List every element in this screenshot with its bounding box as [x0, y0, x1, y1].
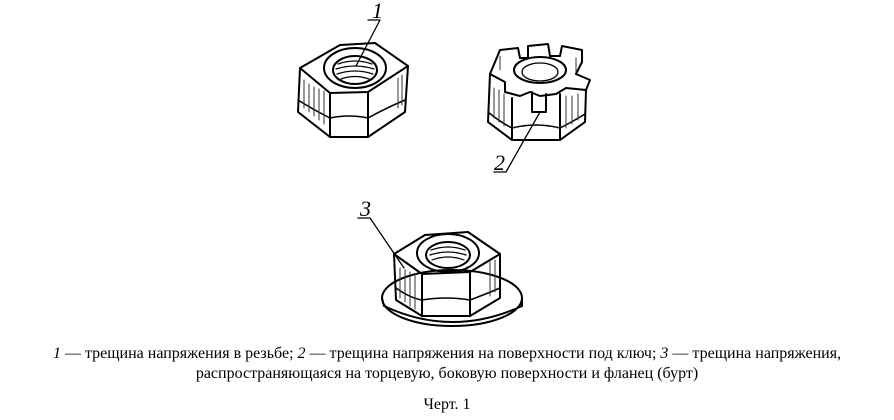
- caption-text-1: — трещина напряжения в резьбе;: [60, 345, 298, 362]
- nut-drawings: 1 2 3: [297, 0, 591, 327]
- caption-text-2: — трещина напряжения на поверхности под …: [305, 345, 661, 362]
- figure-title: Черт. 1: [423, 396, 471, 413]
- figure-caption: 1 — трещина напряжения в резьбе; 2 — тре…: [0, 344, 894, 384]
- caption-line-1: 1 — трещина напряжения в резьбе; 2 — тре…: [0, 344, 894, 364]
- hex-nut: [297, 42, 409, 138]
- leader-2: [493, 111, 541, 173]
- caption-num-2: 2: [297, 345, 306, 362]
- callout-3: 3: [359, 196, 371, 221]
- caption-text-3: — трещина напряжения,: [668, 345, 842, 362]
- caption-num-1: 1: [52, 345, 61, 362]
- caption-num-3: 3: [660, 345, 669, 362]
- caption-line-2: распространяющаяся на торцевую, боковую …: [195, 365, 699, 382]
- castle-nut: [487, 43, 591, 141]
- flange-nut: [381, 231, 523, 327]
- leader-1: [355, 19, 381, 67]
- callout-1: 1: [372, 0, 383, 23]
- callout-2: 2: [494, 150, 505, 175]
- leader-3: [357, 217, 405, 269]
